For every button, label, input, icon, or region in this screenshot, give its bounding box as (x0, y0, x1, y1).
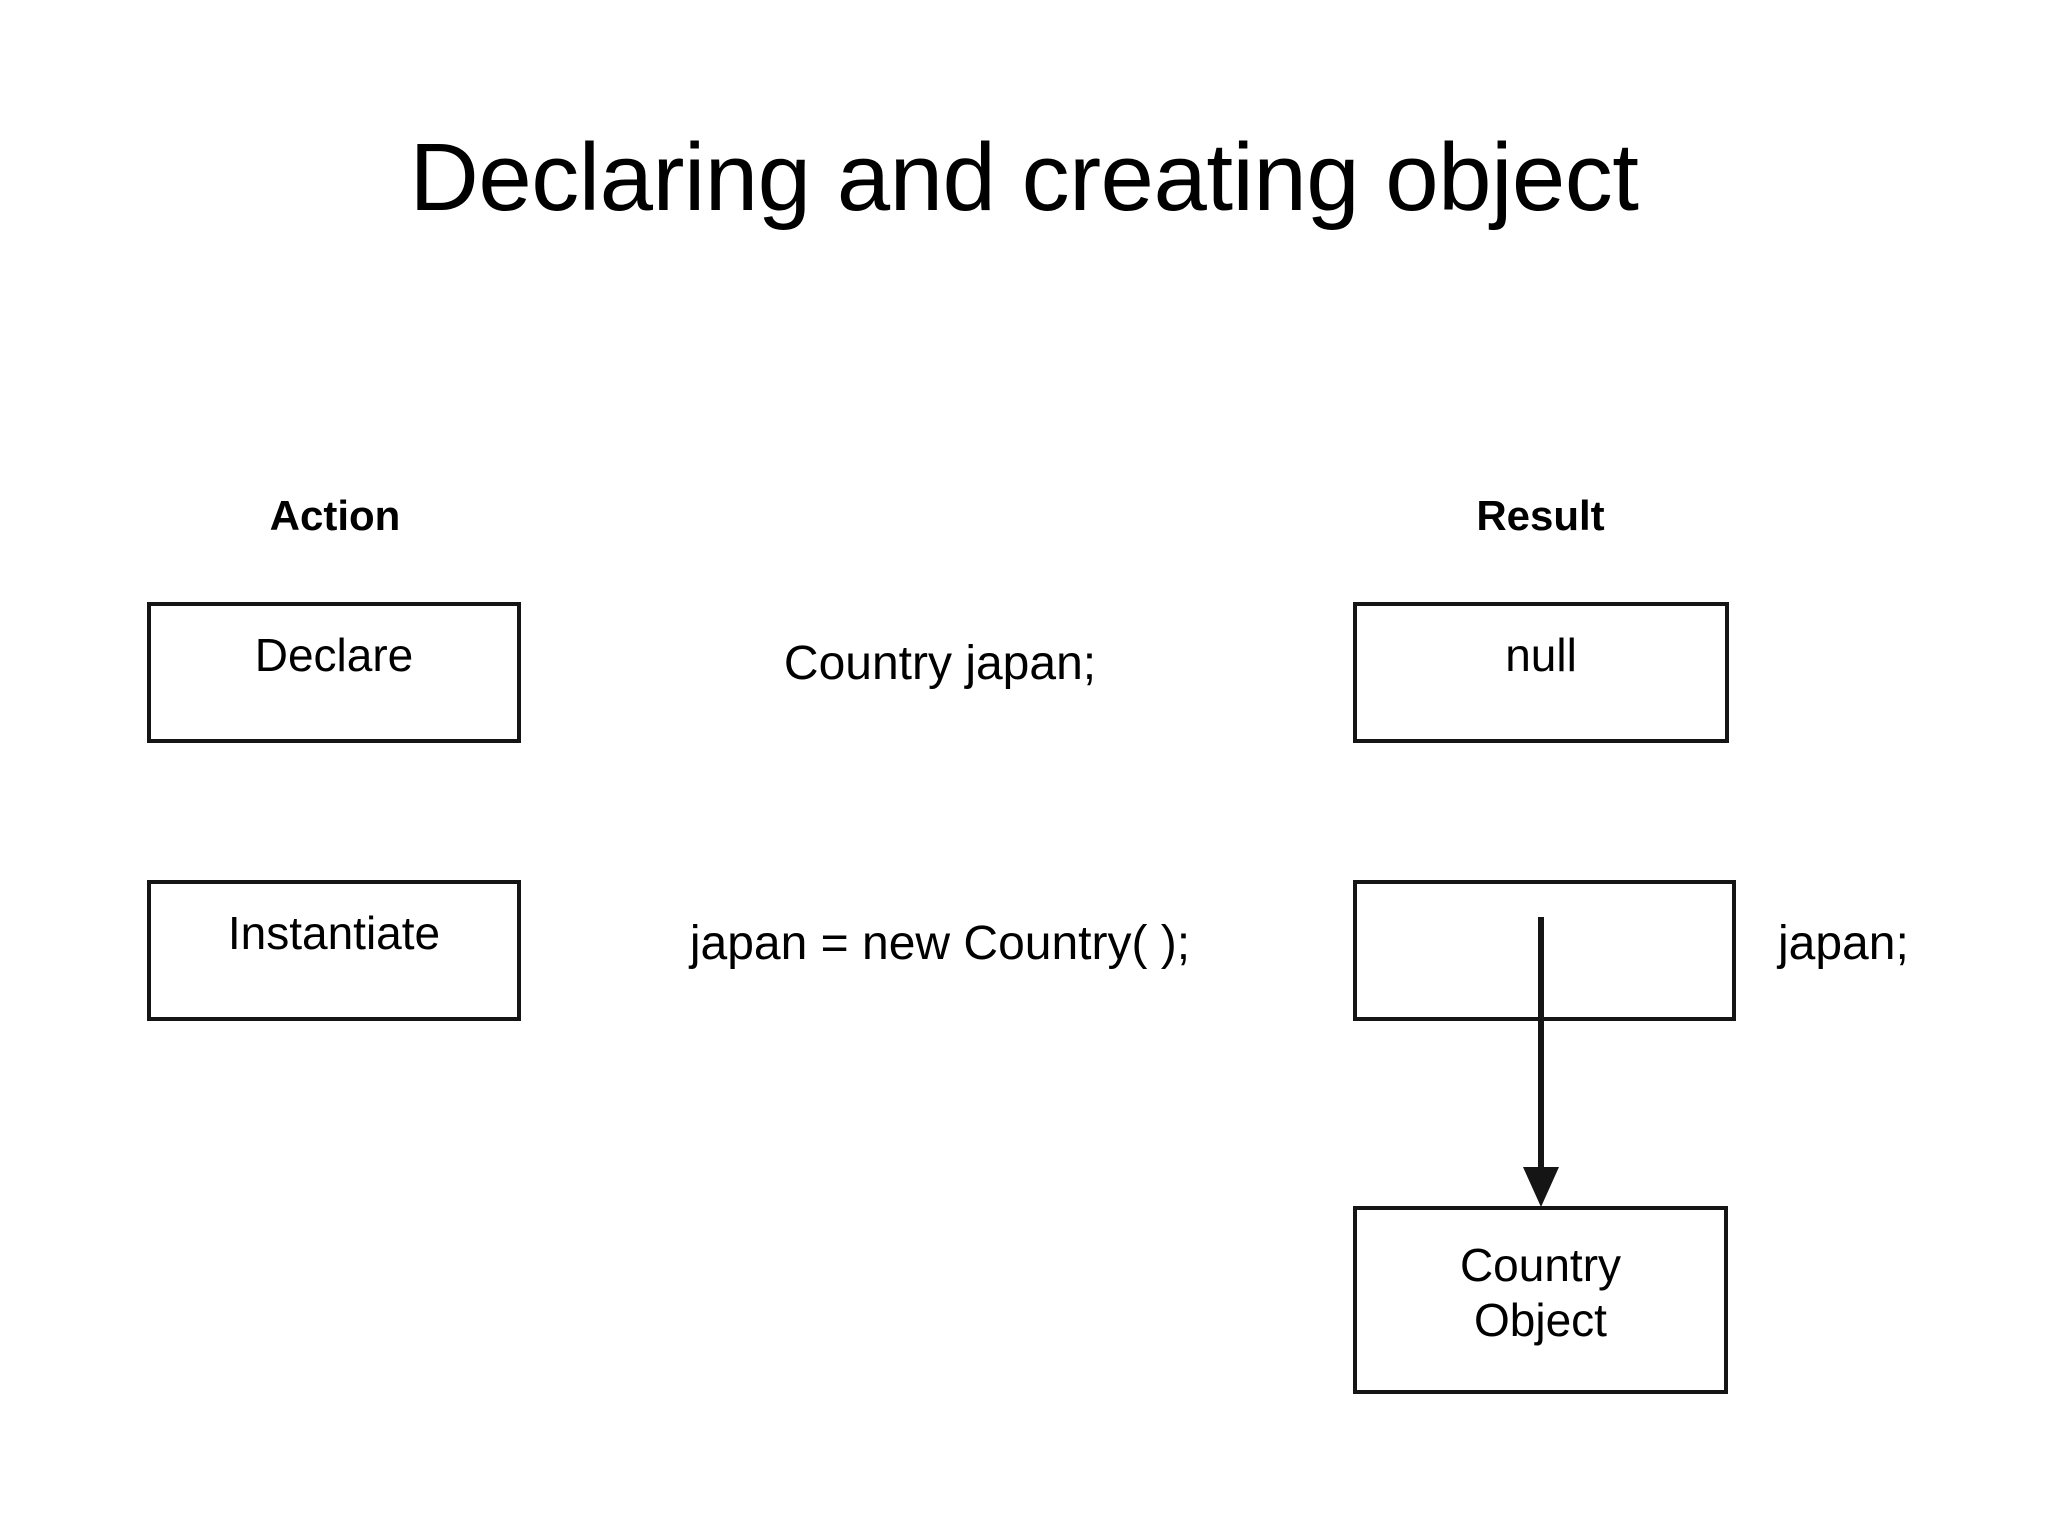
object-box-line-2: Object (1474, 1294, 1607, 1347)
object-box-country: Country Object (1353, 1206, 1728, 1394)
code-text-instantiate: japan = new Country( ); (689, 917, 1191, 970)
result-box-null: null (1353, 602, 1729, 743)
result-box-reference (1353, 880, 1736, 1021)
page-title: Declaring and creating object (409, 124, 1639, 231)
code-text-declare: Country japan; (783, 637, 1097, 690)
column-header-action: Action (269, 492, 401, 539)
object-box-line-1: Country (1459, 1239, 1622, 1291)
action-box-declare: Declare (147, 602, 521, 743)
action-box-instantiate: Instantiate (147, 880, 521, 1021)
column-header-result: Result (1476, 492, 1605, 539)
reference-label-japan: japan; (1778, 917, 1909, 970)
